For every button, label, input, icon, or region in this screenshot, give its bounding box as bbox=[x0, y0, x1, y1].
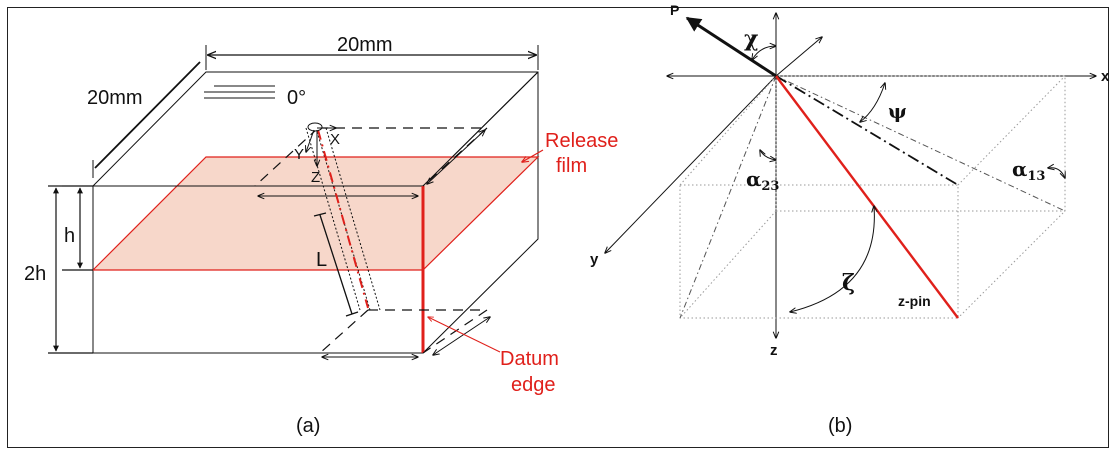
dim-side-arrow bbox=[94, 61, 201, 169]
alpha13-label: α13 bbox=[1012, 157, 1045, 184]
alpha23-label: α23 bbox=[746, 167, 779, 194]
figure-frame bbox=[7, 7, 1109, 448]
panel-b-diagram: x y z P χ ψ α23 α13 ζ z-pin bbox=[590, 2, 1110, 437]
alpha13-subscript: 13 bbox=[1027, 169, 1045, 184]
pin-top-arrow-diag bbox=[427, 130, 485, 184]
projection-line-yz bbox=[679, 75, 777, 319]
projection-box bbox=[679, 75, 1066, 319]
y-axis bbox=[605, 75, 777, 253]
caption-b: (b) bbox=[828, 415, 852, 437]
z-pin-head bbox=[307, 122, 323, 132]
z-pin-axis bbox=[317, 129, 369, 309]
local-y-axis bbox=[306, 129, 315, 152]
zero-degree-marks bbox=[204, 85, 275, 99]
datum-edge-label-2: edge bbox=[511, 374, 556, 396]
alpha13-symbol: α bbox=[1012, 157, 1027, 181]
pin-bottom-projection bbox=[319, 309, 488, 354]
x-axis-label: x bbox=[1101, 68, 1110, 85]
alpha13-arc bbox=[1048, 168, 1065, 178]
release-film-label-2: film bbox=[556, 155, 587, 177]
chi-arc bbox=[752, 46, 776, 60]
z-pin-label: z-pin bbox=[898, 293, 931, 309]
alpha23-subscript: 23 bbox=[761, 179, 779, 194]
h-label: h bbox=[64, 225, 75, 247]
length-dimension bbox=[319, 214, 353, 315]
force-p-label: P bbox=[670, 2, 679, 18]
zeta-label: ζ bbox=[842, 270, 855, 296]
local-z-label: Z bbox=[311, 169, 320, 186]
chi-label: χ bbox=[744, 26, 758, 52]
psi-arc bbox=[860, 83, 885, 122]
z-pin-vector bbox=[775, 75, 959, 319]
length-label: L bbox=[316, 249, 327, 271]
dim-side-label: 20mm bbox=[87, 87, 143, 109]
zero-degree-label: 0° bbox=[287, 87, 306, 109]
local-x-label: X bbox=[330, 131, 340, 148]
projection-line-xz bbox=[775, 75, 1066, 212]
psi-label: ψ bbox=[888, 99, 907, 123]
alpha23-arc bbox=[760, 150, 776, 160]
datum-edge-label-1: Datum bbox=[500, 348, 559, 370]
local-y-label: Y bbox=[294, 146, 304, 163]
height-dimensions bbox=[48, 185, 93, 354]
caption-a: (a) bbox=[296, 415, 320, 437]
release-film-pointer bbox=[522, 149, 544, 162]
dim-top-label: 20mm bbox=[337, 34, 393, 56]
release-film-label-1: Release bbox=[545, 130, 618, 152]
force-p-vector bbox=[685, 16, 777, 78]
y-axis-label: y bbox=[590, 251, 599, 268]
y-axis-back bbox=[775, 37, 822, 77]
zeta-arc bbox=[790, 206, 874, 312]
datum-edge-pointer bbox=[428, 317, 501, 353]
z-axis-label: z bbox=[770, 342, 778, 359]
two-h-label: 2h bbox=[24, 263, 46, 285]
pin-bottom-arrow-diag bbox=[433, 317, 490, 355]
alpha23-symbol: α bbox=[746, 167, 761, 191]
projection-line-xy bbox=[775, 75, 959, 186]
panel-a-diagram: 20mm 20mm 0° h 2h bbox=[24, 34, 618, 437]
